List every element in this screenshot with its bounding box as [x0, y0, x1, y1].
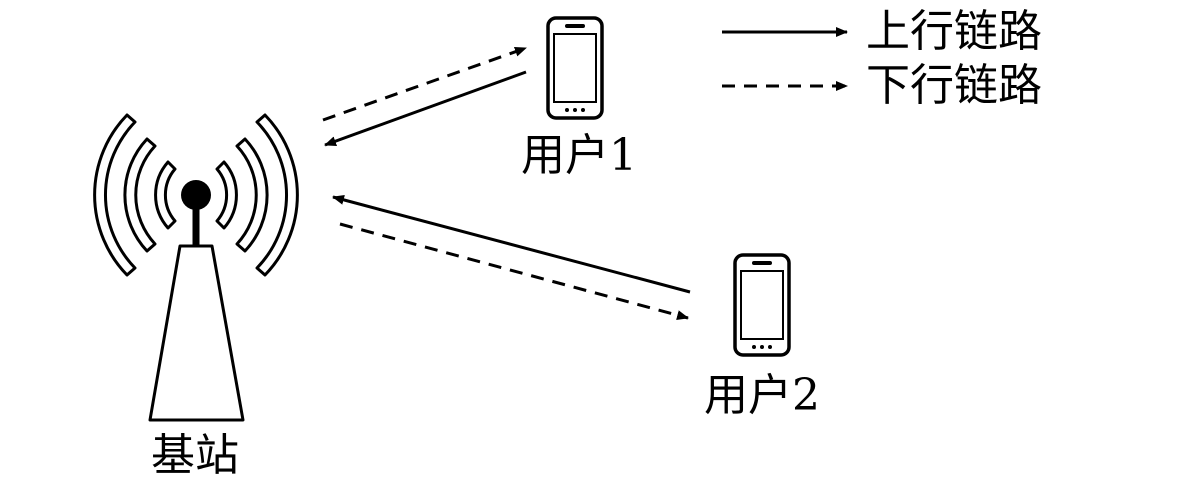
- downlink-arrow-user2: [339, 222, 689, 320]
- downlink-arrow-user1: [322, 46, 527, 122]
- smartphone-icon: [546, 16, 604, 120]
- radio-waves-right: [215, 113, 299, 277]
- user2-label: 用户2: [704, 370, 820, 421]
- legend-downlink-label: 下行链路: [866, 60, 1042, 111]
- phone-screen: [553, 33, 597, 103]
- radio-waves-left: [93, 113, 177, 277]
- user1-label: 用户1: [521, 130, 637, 181]
- phone-speaker: [565, 24, 585, 28]
- uplink-arrow-user2: [332, 194, 691, 294]
- phone-speaker: [752, 261, 772, 265]
- legend: 上行链路 下行链路: [722, 6, 1042, 111]
- tower-body: [148, 244, 245, 422]
- smartphone-icon: [733, 253, 791, 357]
- phone-screen: [740, 270, 784, 340]
- legend-uplink-label: 上行链路: [866, 6, 1042, 57]
- uplink-arrow-user1: [324, 70, 527, 147]
- base-station-label: 基站: [151, 430, 239, 481]
- antenna-head: [181, 180, 211, 210]
- antenna-tower-icon: [93, 113, 299, 422]
